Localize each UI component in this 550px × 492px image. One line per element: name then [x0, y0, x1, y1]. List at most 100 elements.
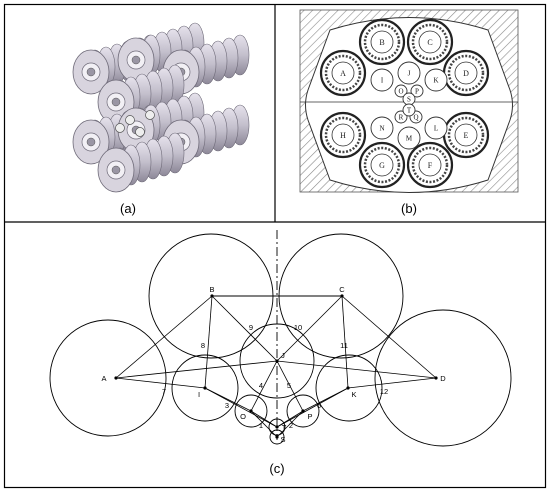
- roller-circle: [171, 354, 239, 422]
- bearing-balls: [363, 23, 401, 61]
- small-roller-label: R: [399, 114, 404, 122]
- small-roller: O: [394, 84, 408, 98]
- segment-number: 5: [287, 381, 291, 390]
- point-k: [346, 386, 350, 390]
- small-shaft: [125, 115, 135, 125]
- caption-c: (c): [269, 461, 284, 476]
- small-roller-label: N: [379, 125, 384, 133]
- large-roller: F: [406, 141, 454, 189]
- bearing-balls: [324, 54, 362, 92]
- bearing-balls: [324, 116, 362, 154]
- point-d: [434, 376, 438, 380]
- point-label: O: [240, 412, 246, 421]
- point-label: A: [101, 374, 106, 383]
- large-roller-label: D: [463, 69, 469, 78]
- point-i: [203, 386, 207, 390]
- small-roller-label: J: [408, 70, 411, 78]
- large-roller-label: A: [340, 69, 346, 78]
- roller-circle: [374, 309, 512, 447]
- large-roller: D: [442, 49, 490, 97]
- small-roller-circle: [370, 116, 394, 140]
- bearing-balls: [363, 146, 401, 184]
- large-roller: H: [319, 111, 367, 159]
- segment-d-j: [276, 360, 437, 379]
- small-roller: T: [402, 103, 416, 117]
- large-roller-label: C: [427, 38, 432, 47]
- point-p: [301, 409, 305, 413]
- large-roller-core: [418, 30, 442, 54]
- roller-shaft: [86, 67, 96, 77]
- small-roller-circle: [394, 84, 408, 98]
- segment-d-k: [347, 377, 437, 389]
- large-roller-core: [331, 61, 355, 85]
- small-roller-label: O: [398, 88, 403, 96]
- large-roller-label: B: [379, 38, 384, 47]
- roller-shaft: [131, 55, 141, 65]
- roller-stack: [97, 132, 185, 193]
- point-label: C: [339, 285, 345, 294]
- roller-shaft: [111, 97, 121, 107]
- small-roller: J: [397, 61, 421, 85]
- point-label: D: [440, 374, 446, 383]
- segment-number: 8: [201, 341, 205, 350]
- segment-b-j: [211, 295, 278, 362]
- roller-circle: [315, 354, 383, 422]
- segment-number: 4: [259, 381, 263, 390]
- small-shaft: [135, 127, 145, 137]
- segment-number: 6: [317, 401, 321, 410]
- large-roller-core: [370, 153, 394, 177]
- small-shaft: [115, 123, 125, 133]
- point-t: [275, 425, 279, 429]
- point-label: I: [198, 390, 200, 399]
- point-label: K: [351, 390, 356, 399]
- caption-a: (a): [120, 201, 136, 216]
- small-roller: K: [424, 68, 448, 92]
- small-roller: P: [410, 84, 424, 98]
- small-roller-circle: [402, 103, 416, 117]
- segment-a-b: [115, 295, 213, 379]
- point-label: P: [307, 412, 312, 421]
- roller-stack: [162, 34, 250, 95]
- segment-number: 2: [289, 421, 293, 430]
- segment-number: 1: [259, 421, 263, 430]
- point-b: [210, 294, 214, 298]
- bearing-balls: [411, 146, 449, 184]
- small-roller: N: [370, 116, 394, 140]
- roller-shaft: [86, 137, 96, 147]
- small-roller-label: P: [415, 88, 419, 96]
- point-j: [275, 359, 279, 363]
- point-label: J: [281, 351, 285, 360]
- large-roller: B: [358, 18, 406, 66]
- large-roller-core: [370, 30, 394, 54]
- small-roller: L: [424, 116, 448, 140]
- segment-o-s: [250, 410, 278, 438]
- small-roller-circle: [410, 84, 424, 98]
- small-roller-circle: [424, 116, 448, 140]
- large-roller-core: [454, 123, 478, 147]
- roller-shaft: [111, 165, 121, 175]
- segment-number: 11: [340, 341, 348, 350]
- large-roller-label: F: [428, 161, 433, 170]
- small-roller-label: S: [407, 96, 411, 104]
- segment-c-k: [341, 295, 349, 389]
- small-roller: M: [397, 126, 421, 150]
- small-roller-circle: [397, 126, 421, 150]
- point-o: [249, 409, 253, 413]
- segment-a-i: [115, 377, 206, 389]
- point-label: B: [209, 285, 214, 294]
- point-s: [275, 435, 279, 439]
- large-roller-core: [331, 123, 355, 147]
- small-roller-label: Q: [413, 114, 418, 122]
- small-roller-circle: [424, 68, 448, 92]
- segment-j-o: [250, 360, 278, 412]
- large-roller-label: H: [340, 131, 346, 140]
- segment-number: 3: [225, 401, 229, 410]
- roller-circle: [286, 394, 320, 428]
- bearing-balls: [447, 54, 485, 92]
- small-roller-label: L: [434, 125, 438, 133]
- segment-p-t: [276, 410, 304, 428]
- large-roller: A: [319, 49, 367, 97]
- small-roller-label: M: [406, 135, 413, 143]
